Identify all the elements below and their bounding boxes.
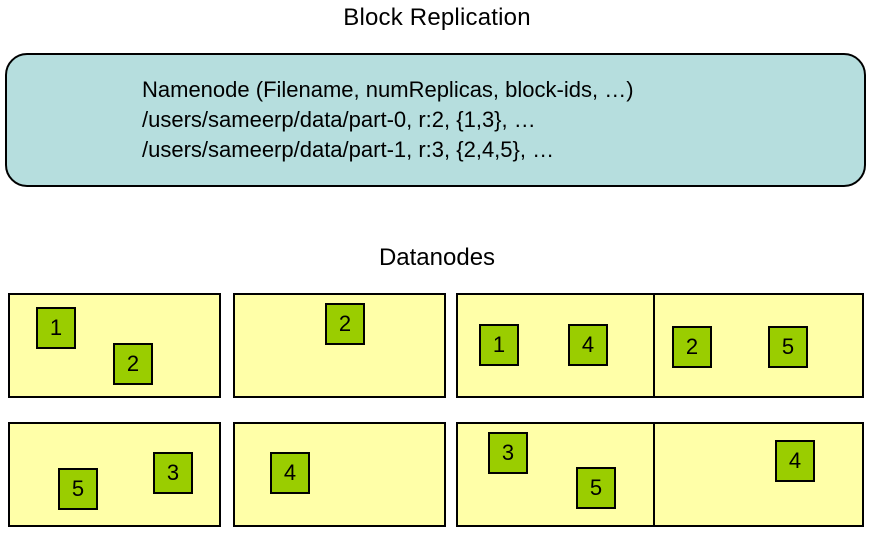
block-replica-1: 1 bbox=[479, 324, 519, 366]
namenode-panel: Namenode (Filename, numReplicas, block-i… bbox=[5, 53, 866, 187]
block-replica-1: 1 bbox=[36, 307, 76, 349]
datanode-2: 2 bbox=[233, 293, 446, 398]
datanodes-section-label: Datanodes bbox=[378, 244, 496, 271]
namenode-file-entry-part-0: /users/sameerp/data/part-0, r:2, {1,3}, … bbox=[142, 107, 536, 132]
block-replica-4: 4 bbox=[568, 324, 608, 366]
datanode-8: 4 bbox=[653, 422, 864, 527]
block-replica-4: 4 bbox=[270, 452, 310, 494]
datanode-6: 4 bbox=[233, 422, 446, 527]
block-replica-5: 5 bbox=[768, 326, 808, 368]
block-replica-2: 2 bbox=[672, 326, 712, 368]
block-replica-2: 2 bbox=[113, 343, 153, 385]
block-replica-3: 3 bbox=[153, 452, 193, 494]
block-replica-2: 2 bbox=[325, 303, 365, 345]
block-replica-5: 5 bbox=[58, 468, 98, 510]
namenode-schema-line: Namenode (Filename, numReplicas, block-i… bbox=[142, 77, 634, 102]
block-replica-3: 3 bbox=[488, 432, 528, 474]
namenode-metadata-text: Namenode (Filename, numReplicas, block-i… bbox=[142, 75, 634, 165]
namenode-file-entry-part-1: /users/sameerp/data/part-1, r:3, {2,4,5}… bbox=[142, 137, 555, 162]
block-replica-4: 4 bbox=[775, 440, 815, 482]
page-title: Block Replication bbox=[343, 4, 531, 31]
block-replica-5: 5 bbox=[576, 467, 616, 509]
